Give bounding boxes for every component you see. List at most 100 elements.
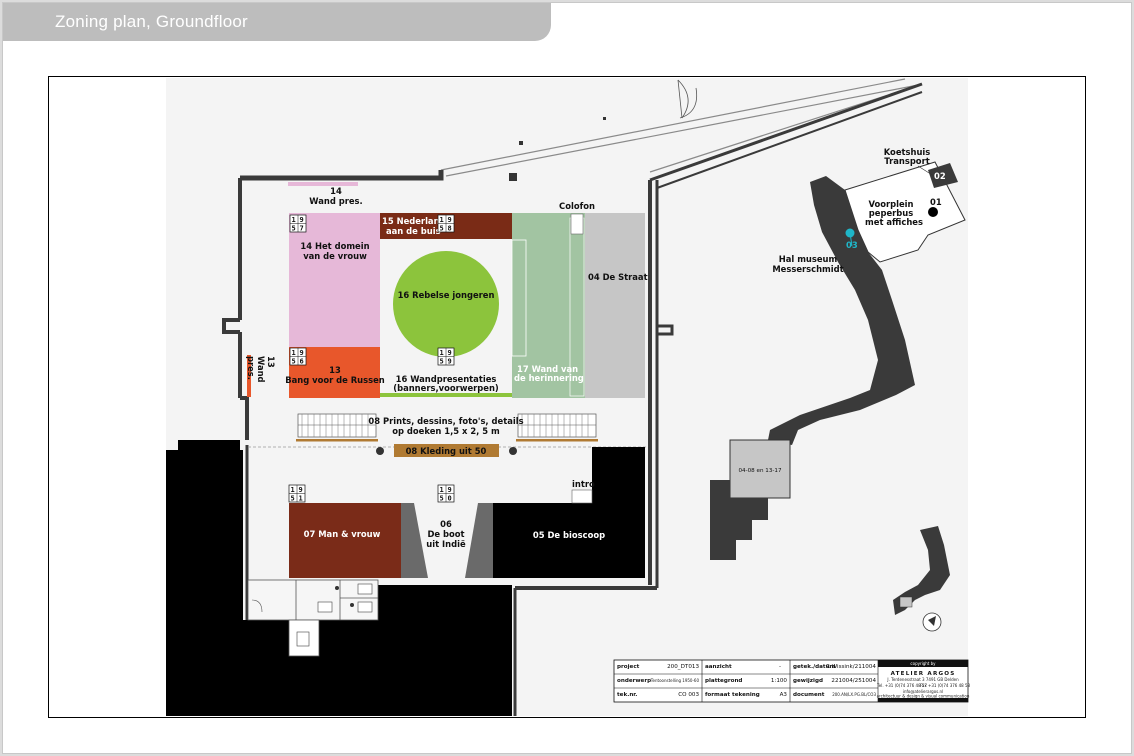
zone-07-label: 07 Man & vrouw	[304, 529, 381, 539]
zone-14-wand-line1: 14	[330, 186, 342, 196]
zone-14-wand-bar	[288, 182, 358, 186]
tag59-d4: 9	[448, 358, 452, 366]
zone-04-straat-label: 04 De Straat	[588, 272, 648, 282]
tb-firm-line1: J. Terdenesstraat 3 7491 GB Delden	[886, 677, 959, 682]
glass-facade	[440, 78, 923, 181]
tb-project-label: project	[617, 664, 640, 670]
tag59-d2: 9	[448, 349, 452, 357]
tag58-d1: 1	[440, 216, 444, 224]
zone-13-wand-rotated: 13 Wand pres.	[246, 356, 276, 383]
tag50-d2: 9	[448, 486, 452, 494]
zone-16-rebelse-label: 16 Rebelse jongeren	[398, 290, 495, 300]
koetshuis-line2: Transport	[884, 156, 929, 166]
tag59-d1: 1	[440, 349, 444, 357]
tb-gewijzigd-value: 221004/251004	[831, 678, 876, 684]
zone-16-wand-line2: (banners,voorwerpen)	[393, 383, 499, 393]
tb-teknr-label: tek.nr.	[617, 692, 637, 698]
zone-16-wand-line1: 16 Wandpresentaties	[396, 374, 497, 384]
tag50-d1: 1	[440, 486, 444, 494]
zone-14-wand-line2: Wand pres.	[309, 196, 362, 206]
koetshuis-block	[928, 163, 958, 188]
tag58-d2: 9	[448, 216, 452, 224]
tag56-d4: 6	[300, 358, 304, 366]
koetshuis-leader	[917, 165, 938, 179]
tb-aanzicht-value: -	[779, 664, 781, 670]
site-number-03: 03	[846, 240, 858, 250]
colofon-stand	[570, 213, 584, 235]
zone-08-prints-line1: 08 Prints, dessins, foto's, details	[368, 416, 523, 426]
tb-onderwerp-label: onderwerp	[617, 678, 651, 684]
marker-01-dot	[928, 207, 938, 217]
tag57-d1: 1	[292, 216, 296, 224]
tag51-d4: 1	[299, 495, 303, 503]
zone-13-bang-line1: 13	[329, 365, 341, 375]
tag51-d3: 5	[291, 495, 295, 503]
zone-06-line3: uit Indië	[426, 539, 466, 549]
page-title: Zoning plan, Groundfloor	[55, 12, 248, 31]
koetshuis-line1: Koetshuis	[884, 147, 931, 157]
site-range-label: 04-08 en 13-17	[738, 468, 781, 474]
tb-document-value: 200.AN/LX.PG.BL/CO3	[832, 692, 876, 697]
tb-document-label: document	[793, 692, 825, 698]
black-mass-left	[166, 450, 243, 620]
site-number-02: 02	[934, 171, 946, 181]
year-tag-1957: 1 9 5 7	[289, 214, 307, 233]
stair-left	[296, 413, 378, 442]
tag56-d1: 1	[292, 349, 296, 357]
colofon-label: Colofon	[559, 201, 595, 211]
zone-08-prints-line2: op doeken 1,5 x 2, 5 m	[392, 426, 500, 436]
zone-08-kleding	[394, 444, 499, 457]
tag50-d3: 5	[440, 495, 444, 503]
zone-13-wand-bar	[247, 355, 251, 397]
year-tag-1950: 1 9 5 0	[437, 484, 455, 503]
black-mass-center	[378, 585, 512, 716]
zone-06-line1: 06	[440, 519, 452, 529]
tag56-d3: 5	[292, 358, 296, 366]
zone-17-line1: 17 Wand van	[517, 364, 578, 374]
zone-14-domein-line1: 14 Het domein	[300, 241, 369, 251]
zone-17-line2: de herinnering	[514, 373, 584, 383]
year-tag-1958: 1 9 5 8	[437, 214, 455, 233]
title-tab: Zoning plan, Groundfloor	[3, 3, 551, 41]
tag57-d3: 5	[292, 225, 296, 233]
tb-firm-line3: Fax +31 (0)74 376 48 58	[920, 683, 971, 688]
zone-05-label: 05 De bioscoop	[533, 530, 605, 540]
tb-firm: ATELIER ARGOS	[891, 671, 956, 677]
hal-line2: Messerschmidt	[772, 264, 843, 274]
tb-firm-line5: architectuur & design & visual communica…	[877, 694, 970, 699]
voorplein-line2: peperbus	[869, 208, 913, 218]
tb-project-value: 200_DT013	[667, 664, 699, 670]
tb-aanzicht-label: aanzicht	[705, 664, 732, 670]
zone-16-wand-bar	[380, 393, 512, 397]
zone-17-panel	[511, 239, 527, 357]
zone-13-wand-line2: Wand	[256, 356, 266, 383]
intro-stand	[571, 489, 593, 504]
stair-right	[516, 413, 598, 442]
tb-onderwerp-value: Tentoonstelling 1950-60	[650, 678, 700, 683]
zone-06-line2: De boot	[427, 529, 464, 539]
tb-plattegrond-value: 1:100	[771, 678, 788, 684]
tag51-d2: 9	[299, 486, 303, 494]
tb-getek-value: R.Wissink/211004	[826, 664, 876, 670]
zone-13-wand-line3: pres.	[246, 356, 256, 380]
zone-15-line2: aan de buis	[386, 226, 441, 236]
tb-firm-line4: info@atelierargos.nl	[903, 689, 943, 694]
toilet-block	[247, 579, 379, 657]
tb-firm-line2: Tel. +31 (0)74 376 48 57	[876, 683, 927, 688]
zone-14-domein	[289, 213, 380, 347]
hal-line1: Hal museum	[779, 254, 838, 264]
zone-07-man-vrouw	[289, 503, 401, 578]
tb-getek-label: getek./datum	[793, 664, 836, 670]
tag57-d4: 7	[300, 225, 304, 233]
zone-13-wand-line1: 13	[266, 356, 276, 368]
title-block	[613, 659, 969, 703]
tb-formaat-value: A3	[780, 692, 788, 698]
year-tag-1951: 1 9 5 1	[288, 484, 306, 503]
zone-05-bioscoop	[493, 447, 645, 578]
tag58-d3: 5	[440, 225, 444, 233]
column-left	[376, 447, 384, 455]
tb-gewijzigd-label: gewijzigd	[793, 678, 823, 684]
zone-16-rebelse-circle	[393, 251, 499, 357]
